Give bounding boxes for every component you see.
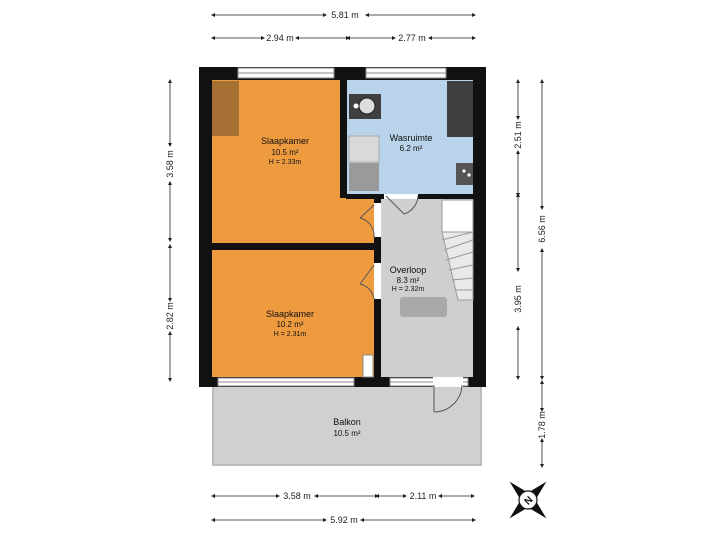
slaapkamer-1-area: 10.5 m²	[271, 148, 298, 157]
windows	[217, 67, 469, 387]
boiler	[456, 163, 473, 185]
balkon-name: Balkon	[333, 417, 361, 427]
dim-right-middle: 3.95 m	[513, 285, 523, 313]
slaapkamer-2-height: H = 2.31m	[274, 331, 307, 338]
boiler-knob-icon	[467, 173, 471, 177]
doors	[359, 194, 463, 413]
wardrobe	[212, 81, 239, 136]
slaapkamer-2-name: Slaapkamer	[266, 309, 314, 319]
balkon-floor	[212, 384, 482, 466]
tap-icon	[353, 103, 359, 109]
wasruimte-area: 6.2 m²	[400, 144, 423, 153]
dim-right-total: 6.56 m	[537, 215, 547, 243]
dim-left-lower: 2.82 m	[165, 302, 175, 330]
washing-machine	[348, 135, 380, 163]
dim-left-upper: 3.58 m	[165, 150, 175, 178]
wasruimte-name: Wasruimte	[390, 133, 433, 143]
cabinet-right	[447, 81, 473, 137]
attic-hatch	[400, 297, 447, 317]
slaapkamer-1-height: H = 2.33m	[269, 159, 302, 166]
dryer	[349, 163, 379, 191]
overloop-area: 8.3 m²	[397, 276, 420, 285]
overloop-height: H = 2.32m	[392, 286, 425, 293]
slaapkamer-2-floor	[211, 250, 374, 377]
dim-top-right: 2.77 m	[398, 33, 426, 43]
slaapkamer-1-name: Slaapkamer	[261, 136, 309, 146]
sink-basin	[358, 97, 376, 115]
dim-right-upper: 2.51 m	[513, 121, 523, 149]
dimension-lines	[168, 13, 544, 522]
slaapkamer-2-area: 10.2 m²	[276, 320, 303, 329]
dim-bottom-total: 5.92 m	[330, 515, 358, 525]
dim-right-balcony: 1.78 m	[537, 411, 547, 439]
dim-top-left: 2.94 m	[266, 33, 294, 43]
dim-bottom-right: 2.11 m	[410, 491, 437, 501]
compass-icon	[509, 481, 547, 519]
dim-top-total: 5.81 m	[331, 10, 359, 20]
balkon-area: 10.5 m²	[333, 429, 360, 438]
dim-bottom-left: 3.58 m	[283, 491, 311, 501]
balcony-post	[362, 354, 374, 378]
boiler-knob-icon	[462, 169, 466, 173]
overloop-name: Overloop	[390, 265, 427, 275]
staircase	[441, 199, 474, 301]
